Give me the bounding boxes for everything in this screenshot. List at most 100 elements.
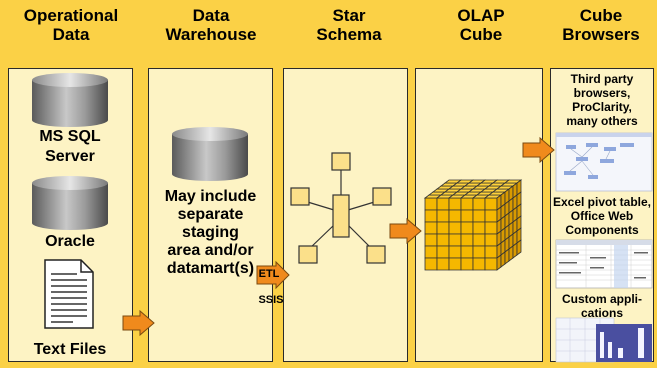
header-line: Schema [316,25,382,44]
header-cube-browsers: Cube Browsers [545,6,657,66]
custom-app-thumbnail [555,317,652,363]
cube-cell [516,239,522,256]
cube-cell [504,248,510,265]
label-line: cations [580,306,623,320]
label-third-party-browsers: Third party browsers, ProClarity, many o… [551,72,653,128]
label-line: May include [164,188,257,205]
cube-cell [436,257,450,271]
header-olap-cube: OLAP Cube [416,6,546,66]
browser-screenshot-thumbnail [555,132,653,192]
dimension-table [290,187,310,206]
cube-cell [460,209,474,223]
dimension-table [298,245,318,264]
cube-cell [472,197,486,211]
cube-cell [448,197,462,211]
cube-cell [460,221,474,235]
header-line: OLAP [457,6,505,25]
header-line: Warehouse [165,25,257,44]
cube-cell [436,233,450,247]
cube-cell [424,233,438,247]
arrow-right-icon [389,217,422,245]
label-text-files: Text Files [10,340,130,360]
header-line: Data [52,25,90,44]
header-star-schema: Star Schema [284,6,414,66]
cube-cell [484,209,498,223]
cube-cell [484,233,498,247]
cube-cell [448,221,462,235]
cube-cell [424,257,438,271]
header-line: Star [332,6,366,25]
cube-cell [512,242,518,259]
label-line: browsers, [573,86,631,100]
label-line: ETL [258,268,280,280]
cube-cell [496,254,502,271]
label-etl: ETL [257,267,281,281]
label-line: SSIS [258,294,284,306]
cube-cell [472,233,486,247]
cube-cell [448,233,462,247]
cube-cell [448,245,462,259]
label-line: Excel pivot table, [552,195,652,209]
label-line: Third party [570,72,634,86]
cube-cell [424,209,438,223]
label-line: Text Files [33,341,107,358]
fact-table [332,194,350,238]
cube-cell [436,221,450,235]
label-line: MS SQL [39,128,101,145]
cube-cell [460,245,474,259]
arrow-right-icon [122,309,155,337]
dimension-table [331,152,351,171]
dimension-table [366,245,386,264]
database-icon [172,127,248,181]
label-line: Components [565,223,639,237]
cube-cell [424,245,438,259]
cube-cell [484,245,498,259]
cube-cell [472,221,486,235]
label-line: area and/or [167,242,254,259]
cube-cell [460,233,474,247]
cube-cell [484,197,498,211]
cube-cell [460,197,474,211]
database-icon [32,73,108,127]
cube-cell [484,221,498,235]
header-line: Operational [23,6,119,25]
label-line: separate [177,206,244,223]
cube-cell [436,209,450,223]
label-line: ProClarity, [572,100,632,114]
header-data-warehouse: Data Warehouse [146,6,276,66]
panel-cube-browsers [550,68,654,362]
label-ssis: SSIS [253,293,289,307]
panel-data-warehouse [148,68,273,362]
label-oracle: Oracle [10,232,130,252]
header-operational-data: Operational Data [6,6,136,66]
dimension-table [372,187,392,206]
label-line: Office Web [570,209,634,223]
cube-cell [472,209,486,223]
label-line: Server [45,148,95,165]
cube-cell [424,197,438,211]
document-icon [44,259,94,329]
label-line: Oracle [45,233,95,250]
cube-cell [436,197,450,211]
label-line: many others [566,114,638,128]
olap-cube-graphic [423,179,523,271]
header-line: Cube [579,6,623,25]
header-line: Data [192,6,230,25]
cube-cell [436,245,450,259]
cube-cell [500,251,506,268]
cube-cell [460,257,474,271]
label-ms-sql-server: MS SQL Server [10,127,130,167]
cube-cell [472,245,486,259]
etl-arrow-icon [256,260,290,290]
label-warehouse-note: May include separate staging area and/or… [150,188,271,278]
label-custom-applications: Custom appli- cations [550,292,654,320]
cube-cell [484,257,498,271]
label-line: staging [182,224,239,241]
cube-cell [448,209,462,223]
cube-cell [424,221,438,235]
cube-cell [448,257,462,271]
database-icon [32,176,108,230]
label-line: Custom appli- [562,292,642,306]
cube-cell [508,245,514,262]
